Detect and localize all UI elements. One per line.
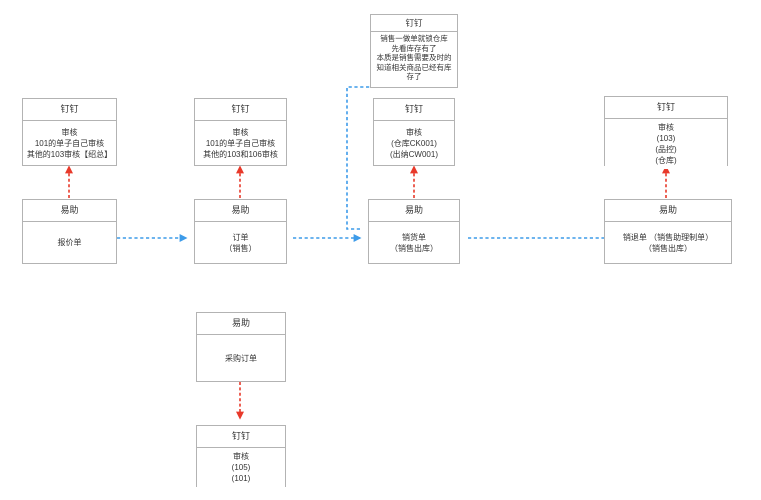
node-body-line: 先看库存有了	[391, 43, 437, 53]
node-body-line: 101的单子自己审核	[205, 138, 276, 148]
node-approve-return[interactable]: 钉钉 审核 (103) (品控) (仓库)	[604, 96, 728, 169]
node-header: 钉钉	[23, 99, 116, 121]
node-body: 销售一做单就锁仓库 先看库存有了 本质是销售需要及时的 知道相关商品已经有库 存…	[371, 32, 457, 87]
node-body-line: 其他的103和106审核	[203, 149, 278, 159]
node-purchase-order[interactable]: 易助 采购订单	[196, 312, 286, 382]
node-quotation[interactable]: 易助 报价单	[22, 199, 117, 264]
node-header: 易助	[23, 200, 116, 222]
node-sales-order[interactable]: 易助 订单 （销售）	[194, 199, 287, 264]
node-approve-purchase[interactable]: 钉钉 审核 (105) (101)	[196, 425, 286, 487]
node-body-line: (105)	[231, 463, 251, 472]
node-note-stock[interactable]: 钉钉 销售一做单就锁仓库 先看库存有了 本质是销售需要及时的 知道相关商品已经有…	[370, 14, 458, 88]
node-body-line: 101的单子自己审核	[34, 138, 105, 148]
node-header: 钉钉	[371, 15, 457, 32]
node-body-line: 审核	[406, 127, 422, 137]
node-body-line: （销售出库）	[390, 243, 438, 253]
node-body: 订单 （销售）	[195, 222, 286, 263]
node-body-line: 销退单 （销售助理制单）	[622, 232, 714, 242]
node-body-line: 本质是销售需要及时的	[376, 53, 452, 62]
node-body: 审核 (105) (101)	[197, 448, 285, 487]
node-body-line: 报价单	[57, 238, 82, 247]
node-body: 审核 (103) (品控) (仓库)	[605, 119, 727, 169]
node-body-line: （销售）	[224, 243, 257, 253]
node-body-line: 审核	[658, 123, 674, 132]
node-body-line: (仓库)	[655, 156, 677, 165]
node-header: 钉钉	[197, 426, 285, 448]
node-header: 易助	[605, 200, 731, 222]
node-body-line: 审核	[61, 127, 78, 137]
node-body-line: (101)	[231, 474, 251, 483]
node-header: 易助	[195, 200, 286, 222]
node-body-line: 销货单	[402, 232, 426, 242]
node-header: 钉钉	[195, 99, 286, 121]
node-body-line: 订单	[232, 232, 249, 242]
node-approve-quote[interactable]: 钉钉 审核 101的单子自己审核 其他的103审核【绍总】	[22, 98, 117, 166]
node-body-line: 采购订单	[225, 353, 257, 363]
node-body-line: (品控)	[655, 145, 677, 154]
node-body-line: （销售出库）	[644, 243, 692, 253]
node-body-line: 存了	[406, 72, 422, 81]
node-header: 易助	[197, 313, 285, 335]
node-body: 销退单 （销售助理制单） （销售出库）	[605, 222, 731, 263]
node-body: 报价单	[23, 222, 116, 263]
node-body-line: 审核	[232, 127, 249, 137]
node-body: 销货单 （销售出库）	[369, 222, 459, 263]
node-approve-delivery[interactable]: 钉钉 审核 (仓库CK001) (出纳CW001)	[373, 98, 455, 166]
node-body: 审核 101的单子自己审核 其他的103审核【绍总】	[23, 121, 116, 165]
node-body-line: 其他的103审核【绍总】	[26, 149, 113, 159]
node-approve-order[interactable]: 钉钉 审核 101的单子自己审核 其他的103和106审核	[194, 98, 287, 166]
node-body-line: (出纳CW001)	[389, 149, 438, 159]
node-header: 钉钉	[605, 97, 727, 119]
node-header: 易助	[369, 200, 459, 222]
node-body-line: (仓库CK001)	[391, 138, 437, 148]
node-body: 审核 101的单子自己审核 其他的103和106审核	[195, 121, 286, 165]
node-sales-return[interactable]: 易助 销退单 （销售助理制单） （销售出库）	[604, 199, 732, 264]
node-body-line: 知道相关商品已经有库	[376, 62, 452, 72]
node-body-line: 销售一做单就锁仓库	[380, 34, 448, 43]
node-body-line: 审核	[233, 452, 249, 461]
node-sales-delivery[interactable]: 易助 销货单 （销售出库）	[368, 199, 460, 264]
node-body: 审核 (仓库CK001) (出纳CW001)	[374, 121, 454, 165]
node-body-line: (103)	[656, 134, 676, 143]
node-body: 采购订单	[197, 335, 285, 381]
node-header: 钉钉	[374, 99, 454, 121]
